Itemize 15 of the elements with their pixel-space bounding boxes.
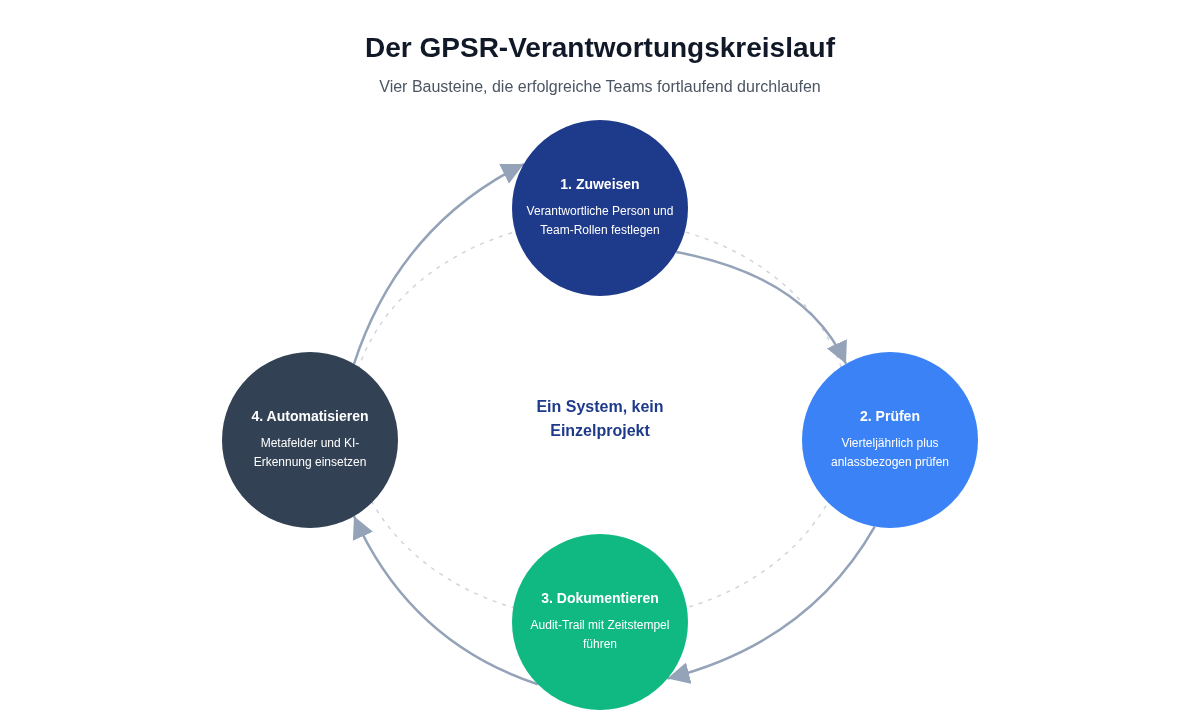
step-heading: 4. Automatisieren xyxy=(251,408,369,425)
step-description: Verantwortliche Person und Team-Rollen festlegen xyxy=(526,203,674,239)
arrow xyxy=(667,526,876,684)
arrow xyxy=(352,515,539,686)
step-description: Metafelder und KI-Erkennung einsetzen xyxy=(252,435,368,471)
step-heading: 1. Zuweisen xyxy=(560,176,640,193)
arrow xyxy=(675,250,848,365)
step-heading: 2. Prüfen xyxy=(860,408,920,425)
arrow xyxy=(352,162,525,365)
title: Der GPSR-Verantwortungskreislauf xyxy=(364,32,836,64)
center-label: Ein System, kein Einzelprojekt xyxy=(535,397,665,441)
step-heading: 3. Dokumentieren xyxy=(541,590,659,607)
step-description: Vierteljährlich plus anlassbezogen prüfen xyxy=(829,435,951,471)
subtitle: Vier Bausteine, die erfolgreiche Teams fortlaufend durchlaufen xyxy=(378,78,822,96)
step-description: Audit-Trail mit Zeitstempel führen xyxy=(529,617,671,653)
